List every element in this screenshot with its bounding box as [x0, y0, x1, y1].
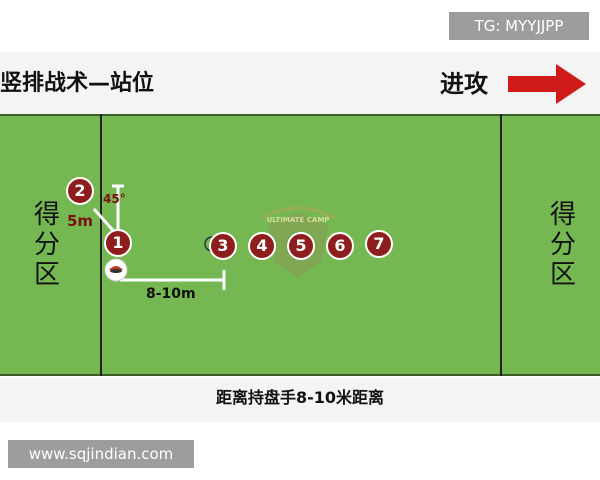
watermark-top: TG: MYYJJPP — [449, 12, 589, 40]
attack-label: 进攻 — [440, 70, 488, 98]
watermark-bottom: www.sqjindian.com — [8, 440, 194, 468]
left-endzone-label: 得分区 — [33, 200, 60, 290]
disc-icon — [104, 258, 128, 282]
long-distance-label: 8-10m — [146, 286, 196, 302]
angle-label: 45° — [103, 192, 126, 206]
player-marker: 2 — [66, 177, 94, 205]
arrow-right-icon — [508, 64, 586, 104]
left-goal-line — [100, 114, 102, 376]
logo-text: ULTIMATE CAMP — [267, 216, 330, 224]
player-marker: 3 — [209, 232, 237, 260]
short-distance-label: 5m — [67, 212, 94, 230]
caption-bar — [0, 378, 600, 422]
player-marker: 1 — [104, 229, 132, 257]
title-bar — [0, 52, 600, 114]
right-endzone-label: 得分区 — [549, 200, 576, 290]
player-marker: 7 — [365, 230, 393, 258]
player-marker: 6 — [326, 232, 354, 260]
diagram-title: 竖排战术—站位 — [0, 71, 155, 96]
player-marker: 4 — [248, 232, 276, 260]
player-marker: 5 — [287, 232, 315, 260]
right-goal-line — [500, 114, 502, 376]
caption: 距离持盘手8-10米距离 — [215, 388, 385, 407]
distance-marker — [120, 270, 226, 290]
